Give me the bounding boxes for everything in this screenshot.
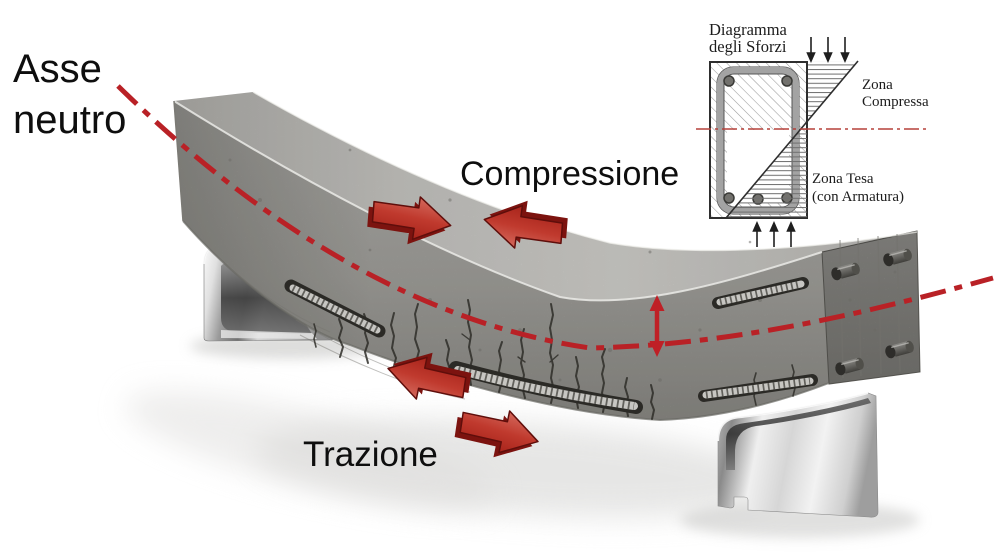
- reaction-arrows-icon: [752, 221, 796, 247]
- exposed-rebar-upper-right: [712, 277, 809, 309]
- anchor-bolts: [831, 248, 914, 376]
- neutral-axis-label-line1: Asse: [13, 47, 102, 91]
- exposed-rebar-bottom: [449, 361, 643, 414]
- tension-zone-hatch: [726, 129, 807, 218]
- tension-zone-label-line1: Zona Tesa: [812, 171, 874, 187]
- neutral-axis-label-line2: neutro: [13, 98, 127, 142]
- tension-label: Trazione: [303, 435, 438, 474]
- bolt-icon: [831, 262, 860, 281]
- bolt-icon: [885, 340, 914, 359]
- exposed-rebar-lower-right: [698, 374, 818, 402]
- inset-title-line1: Diagramma: [709, 20, 788, 39]
- stress-diagonal: [725, 60, 859, 219]
- inset-title-line2: degli Sforzi: [709, 37, 787, 56]
- neutral-axis-line: [116, 84, 994, 351]
- bolt-icon: [835, 357, 864, 376]
- exposed-rebar-left: [284, 279, 386, 338]
- concrete-beam: [173, 91, 921, 422]
- compressed-zone-label-line2: Compressa: [862, 94, 929, 110]
- neutral-axis-label: Asse neutro: [13, 44, 126, 146]
- right-support: [716, 391, 879, 518]
- deflection-arrow-icon: [649, 295, 665, 357]
- compression-label: Compressione: [460, 155, 680, 193]
- tension-zone-label-line2: (con Armatura): [812, 189, 904, 205]
- bolt-icon: [883, 248, 912, 267]
- load-arrows-icon: [806, 37, 850, 63]
- stress-diagram-inset: Diagramma degli Sforzi Zona Compressa Zo…: [696, 20, 929, 247]
- compressed-zone-label-line1: Zona: [862, 77, 893, 93]
